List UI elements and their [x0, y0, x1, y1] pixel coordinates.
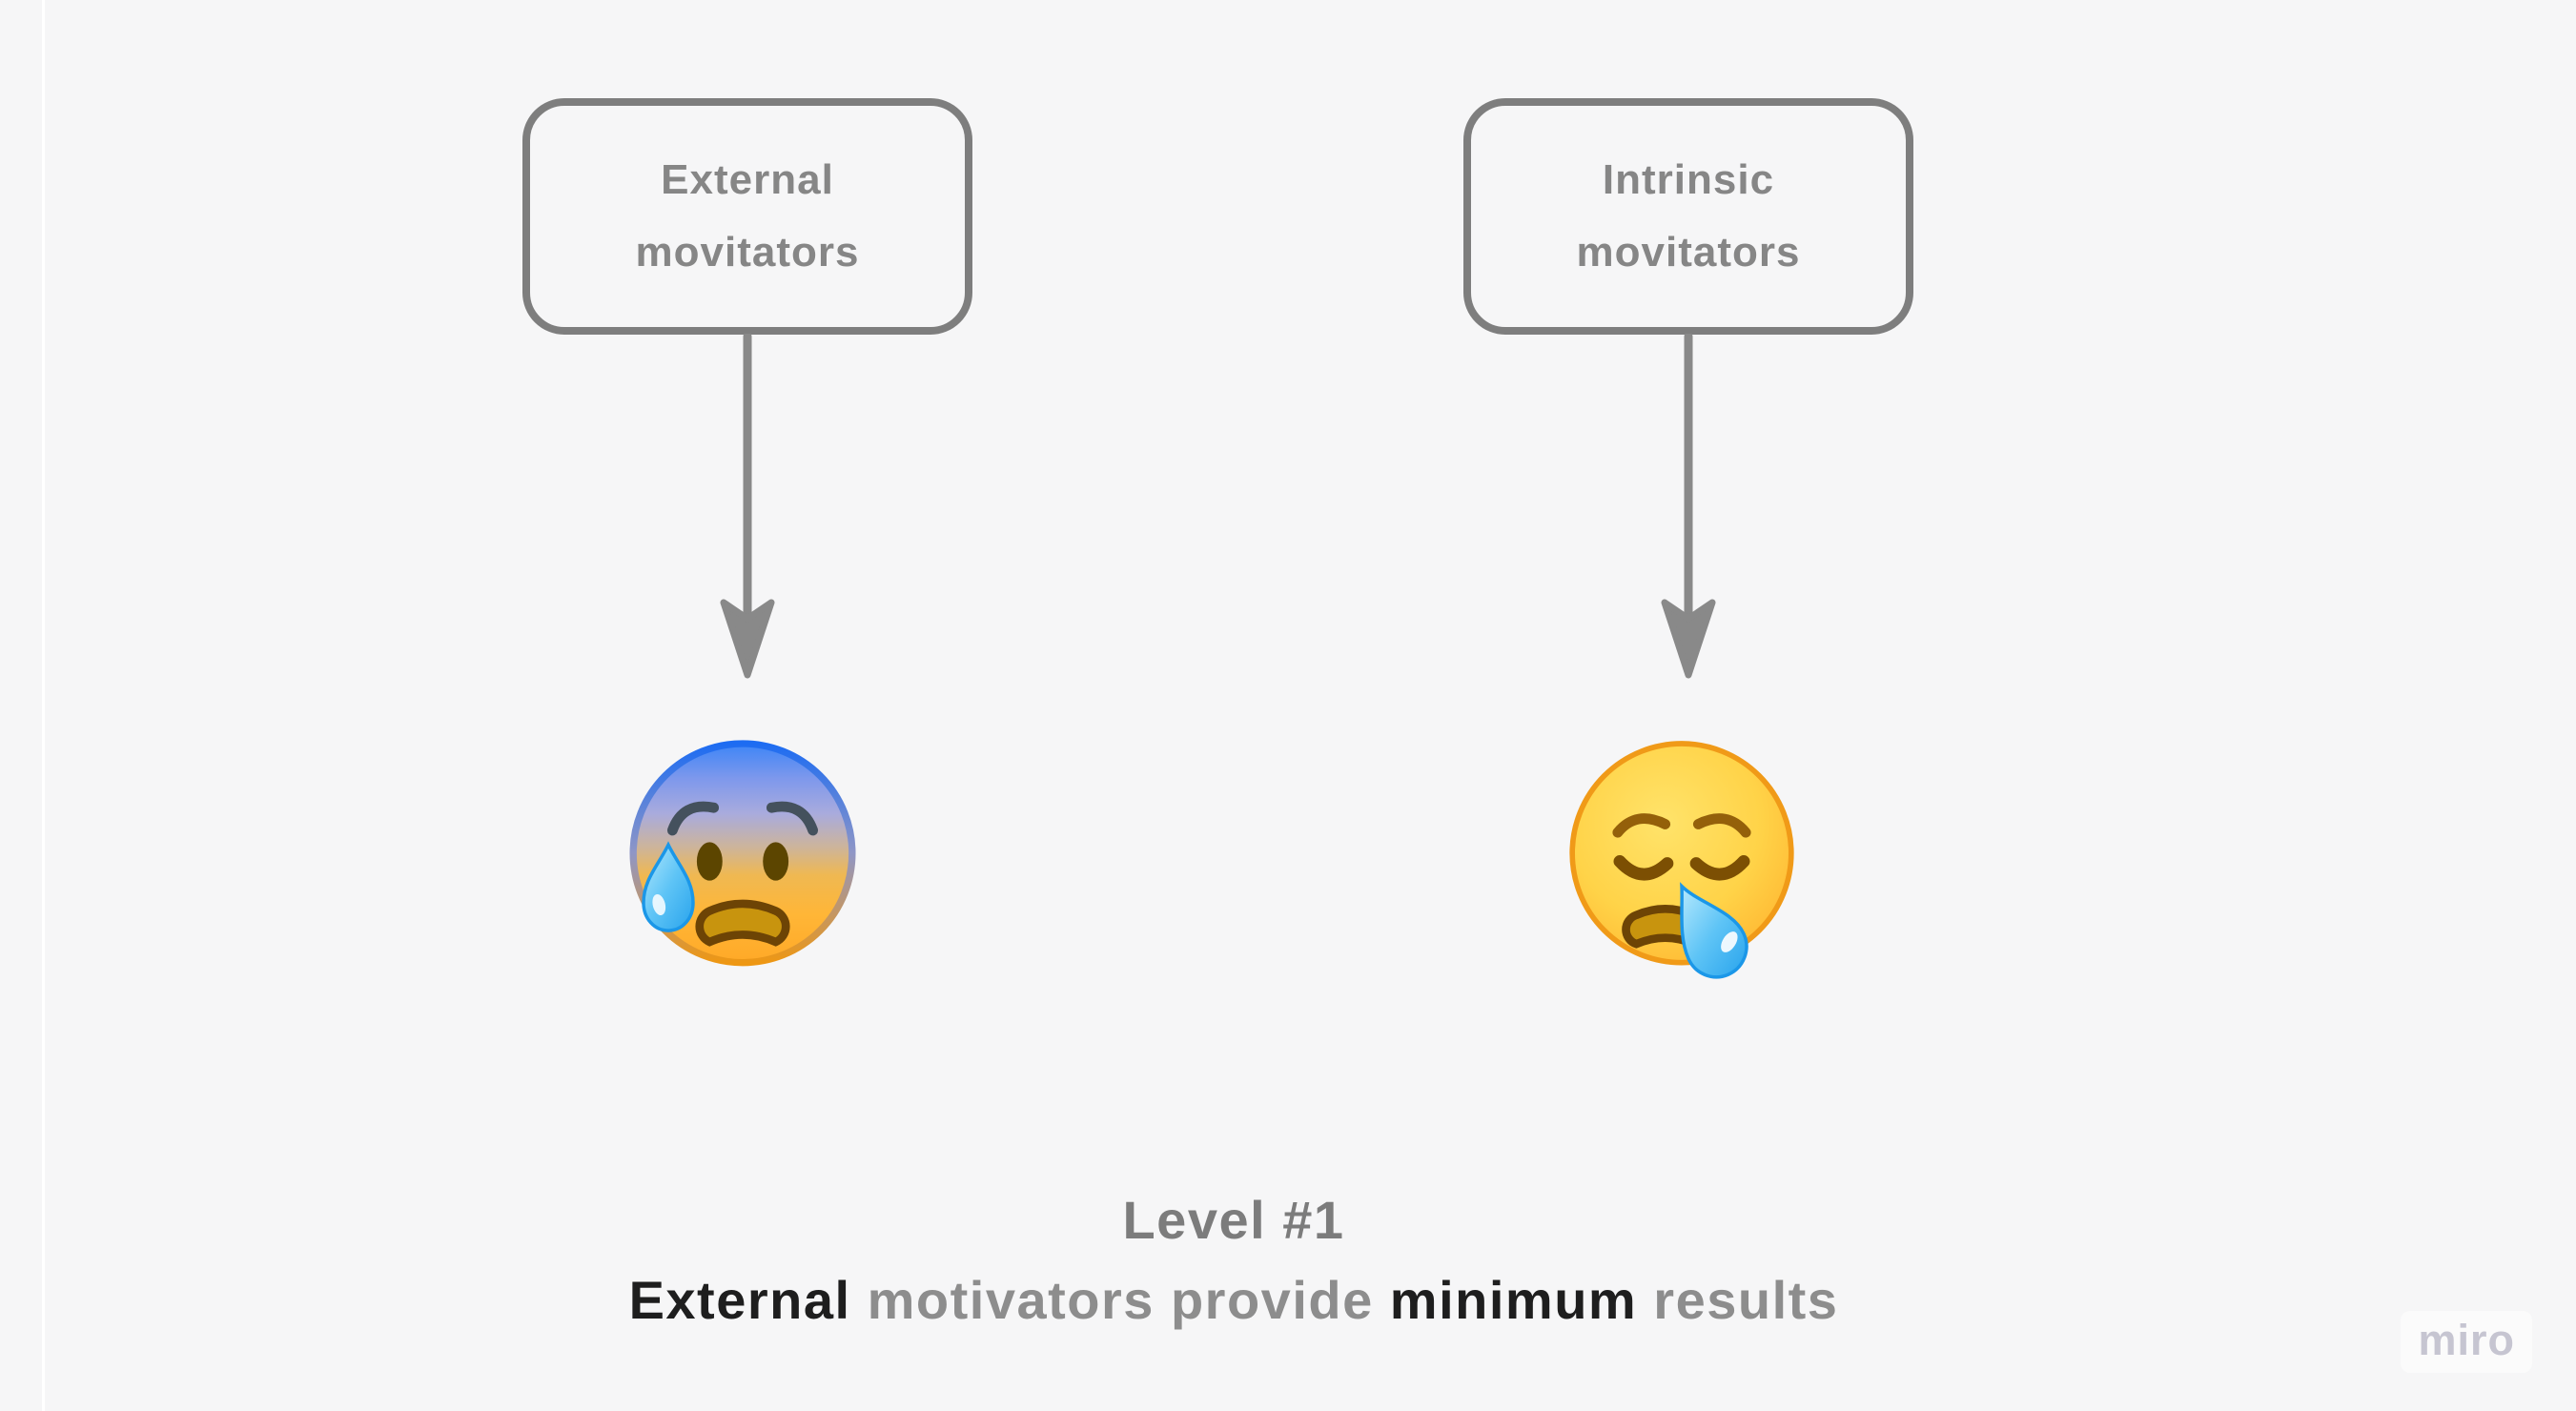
caption-sentence: External motivators provide minimum resu… [0, 1260, 2467, 1340]
caption-block[interactable]: Level #1 External motivators provide min… [0, 1180, 2467, 1340]
down-arrow-connector-right[interactable] [1658, 334, 1719, 683]
node-external-motivators[interactable]: External movitators [522, 98, 972, 335]
node-label-line: Intrinsic [1602, 156, 1775, 204]
caption-segment-muted: motivators provide [850, 1270, 1390, 1330]
node-label-line: movitators [1576, 229, 1801, 276]
miro-watermark: miro [2401, 1311, 2532, 1373]
board-edge-divider [42, 0, 45, 1411]
down-arrow-connector-left[interactable] [717, 334, 778, 683]
node-intrinsic-motivators[interactable]: Intrinsic movitators [1463, 98, 1913, 335]
caption-level-heading: Level #1 [1122, 1190, 1345, 1250]
node-label-line: External [661, 156, 834, 204]
caption-segment-emphasis: External [628, 1270, 851, 1330]
node-label-line: movitators [635, 229, 860, 276]
anxious-face-with-cold-sweat-emoji[interactable] [619, 731, 867, 979]
caption-segment-muted: results [1637, 1270, 1839, 1330]
sleepy-face-emoji[interactable] [1558, 731, 1806, 979]
caption-segment-emphasis: minimum [1389, 1270, 1638, 1330]
